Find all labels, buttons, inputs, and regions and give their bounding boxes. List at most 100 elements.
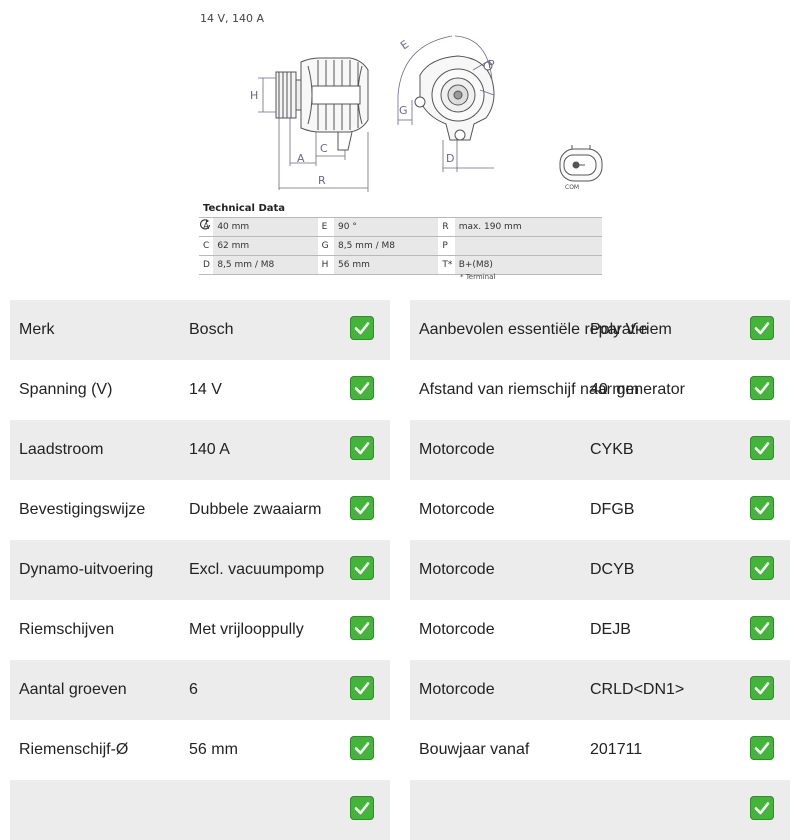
dim-label-r: R	[318, 174, 326, 187]
spec-label: Merk	[19, 321, 55, 338]
spec-label: Motorcode	[419, 681, 495, 698]
spec-label: Motorcode	[419, 621, 495, 638]
check-icon	[350, 736, 374, 760]
spec-label: Motorcode	[419, 561, 495, 578]
dim-label-h: H	[250, 89, 258, 102]
spec-label: Motorcode	[419, 501, 495, 518]
spec-value: 56 mm	[189, 741, 238, 758]
dim-label-p: P	[488, 58, 495, 71]
dim-label-a: A	[297, 152, 305, 165]
spec-label: Bouwjaar vanaf	[419, 741, 530, 758]
check-icon	[350, 496, 374, 520]
rotation-direction-icon	[200, 218, 211, 229]
tech-key: D	[199, 255, 214, 275]
alternator-side-view	[275, 57, 369, 151]
product-drawing: 14 V, 140 A	[0, 0, 800, 290]
check-icon	[750, 556, 774, 580]
spec-value: 6	[189, 681, 198, 698]
spec-row: Motorcode DEJB	[410, 600, 790, 660]
spec-row: Spanning (V)14 V	[10, 360, 390, 420]
technical-data-title: Technical Data	[203, 203, 286, 214]
spec-row: Dynamo-uitvoering Excl. vacuumpomp	[10, 540, 390, 600]
spec-value: 40 mm	[590, 381, 639, 398]
tech-value	[200, 218, 602, 256]
check-icon	[750, 376, 774, 400]
check-icon	[750, 496, 774, 520]
check-icon	[750, 736, 774, 760]
check-icon	[750, 616, 774, 640]
spec-row	[410, 780, 790, 840]
tech-row: D 8,5 mm / M8 H 56 mm T* B+(M8)	[199, 255, 602, 275]
tech-value: 8,5 mm / M8	[334, 236, 439, 256]
check-icon	[750, 676, 774, 700]
tech-value: max. 190 mm	[454, 217, 602, 237]
dim-label-d: D	[446, 152, 454, 165]
check-icon	[350, 316, 374, 340]
spec-label: Riemenschijf-Ø	[19, 741, 129, 758]
spec-row: Laadstroom 140 A	[10, 420, 390, 480]
spec-label: Dynamo-uitvoering	[19, 561, 154, 578]
spec-row: Merk Bosch	[10, 300, 390, 360]
spec-value: Poly V-riem	[590, 321, 672, 338]
check-icon	[350, 436, 374, 460]
spec-label: Motorcode	[419, 441, 495, 458]
spec-label: Spanning (V)	[19, 381, 113, 398]
connector-plug	[559, 145, 603, 182]
spec-value: CRLD<DN1>	[590, 681, 685, 698]
technical-data-table: A 40 mm E 90 ° R max. 190 mm C 62 mm G 8…	[199, 217, 602, 275]
spec-row: Motorcode DFGB	[410, 480, 790, 540]
spec-row: Riemschijven Met vrijlooppully	[10, 600, 390, 660]
tech-key: T*	[438, 255, 455, 275]
dim-label-e: E	[398, 38, 411, 53]
alternator-drawing: H A C R E P G D	[250, 35, 603, 192]
check-icon	[750, 436, 774, 460]
check-icon	[750, 316, 774, 340]
spec-value: Met vrijlooppully	[189, 621, 304, 638]
tech-value: 90 °	[334, 217, 439, 237]
tech-value: 40 mm	[213, 217, 318, 237]
technical-data-footnote: * Terminal	[460, 273, 496, 281]
tech-value: 62 mm	[213, 236, 318, 256]
spec-label: Aanbevolen essentiële reparatie	[419, 321, 648, 338]
dim-label-g: G	[399, 104, 408, 117]
tech-key: H	[317, 255, 334, 275]
spec-label: Laadstroom	[19, 441, 104, 458]
tech-key: P	[438, 236, 455, 256]
check-icon	[350, 556, 374, 580]
connector-label: COM	[565, 184, 579, 191]
spec-value: DEJB	[590, 621, 631, 638]
spec-row: Motorcode CRLD<DN1>	[410, 660, 790, 720]
check-icon	[350, 616, 374, 640]
spec-header: 14 V, 140 A	[200, 12, 265, 25]
spec-row	[10, 780, 390, 840]
alternator-front-view	[414, 55, 495, 141]
spec-label: Bevestigingswijze	[19, 501, 146, 518]
spec-label: Riemschijven	[19, 621, 115, 638]
spec-label: Afstand van riemschijf naar generator	[419, 381, 685, 398]
spec-row: Riemenschijf-Ø 56 mm	[10, 720, 390, 780]
tech-key: A	[199, 217, 214, 237]
spec-value: Excl. vacuumpomp	[189, 561, 325, 578]
tech-row: C 62 mm G 8,5 mm / M8 P	[199, 218, 602, 256]
tech-row: A 40 mm E 90 ° R max. 190 mm	[199, 217, 602, 237]
dim-label-c: C	[320, 142, 328, 155]
spec-row: Bouwjaar vanaf 201711	[410, 720, 790, 780]
spec-value: 140 A	[189, 441, 230, 458]
spec-value: CYKB	[590, 441, 634, 458]
tech-value: B+(M8)	[454, 255, 602, 275]
spec-row: Motorcode CYKB	[410, 420, 790, 480]
tech-value: 56 mm	[334, 255, 439, 275]
spec-value: Bosch	[189, 321, 234, 338]
check-icon	[350, 676, 374, 700]
tech-key: C	[199, 236, 214, 256]
spec-value: 201711	[590, 741, 643, 758]
tech-key: E	[317, 217, 334, 237]
dimension-lines-front	[397, 35, 495, 172]
spec-value: DFGB	[590, 501, 635, 518]
